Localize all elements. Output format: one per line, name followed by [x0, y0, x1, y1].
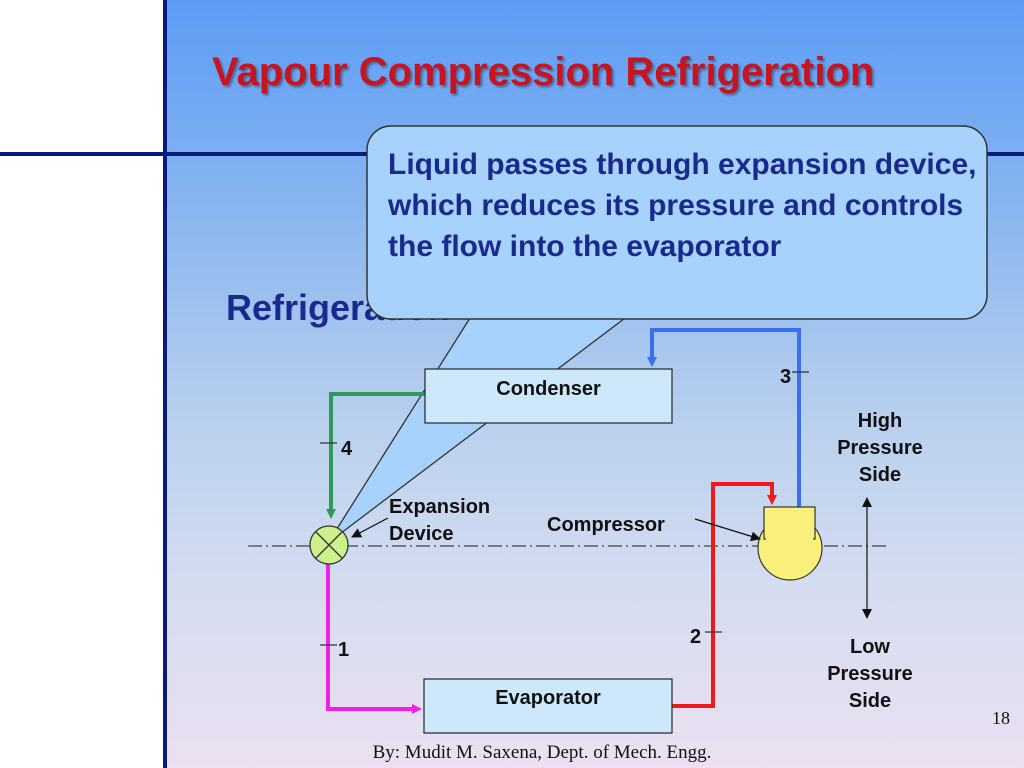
point-3-label: 3	[780, 366, 792, 388]
condenser-label: Condenser	[496, 378, 601, 400]
slide-footer: By: Mudit M. Saxena, Dept. of Mech. Engg…	[372, 742, 712, 763]
callout-bubble	[366, 125, 988, 320]
pipe-high-pressure-liquid	[326, 392, 425, 519]
expansion-valve-symbol	[309, 525, 349, 565]
left-panel	[0, 0, 167, 768]
page-number: 18	[992, 708, 1010, 728]
condenser-box	[424, 368, 673, 424]
point-1-label: 1	[338, 639, 350, 661]
expansion-device-label: Expansion Device	[389, 496, 491, 545]
compressor-pointer	[694, 518, 761, 542]
point-4-label: 4	[341, 438, 353, 460]
pipe-low-pressure-vapour	[672, 482, 777, 708]
evaporator-box	[423, 678, 673, 734]
low-pressure-side-label: Low Pressure Side	[827, 636, 913, 712]
slide-title: Vapour Compression Refrigeration	[212, 50, 875, 94]
compressor-symbol	[757, 506, 823, 581]
pipe-high-pressure-vapour	[647, 328, 801, 508]
pipe-low-pressure-mix	[326, 562, 422, 714]
high-pressure-side-label: High Pressure Side	[837, 410, 923, 486]
callout-text: Liquid passes through expansion device, …	[388, 148, 977, 263]
point-2-label: 2	[690, 626, 702, 648]
evaporator-label: Evaporator	[495, 687, 601, 709]
expansion-device-pointer	[351, 517, 389, 538]
compressor-label: Compressor	[547, 514, 665, 536]
